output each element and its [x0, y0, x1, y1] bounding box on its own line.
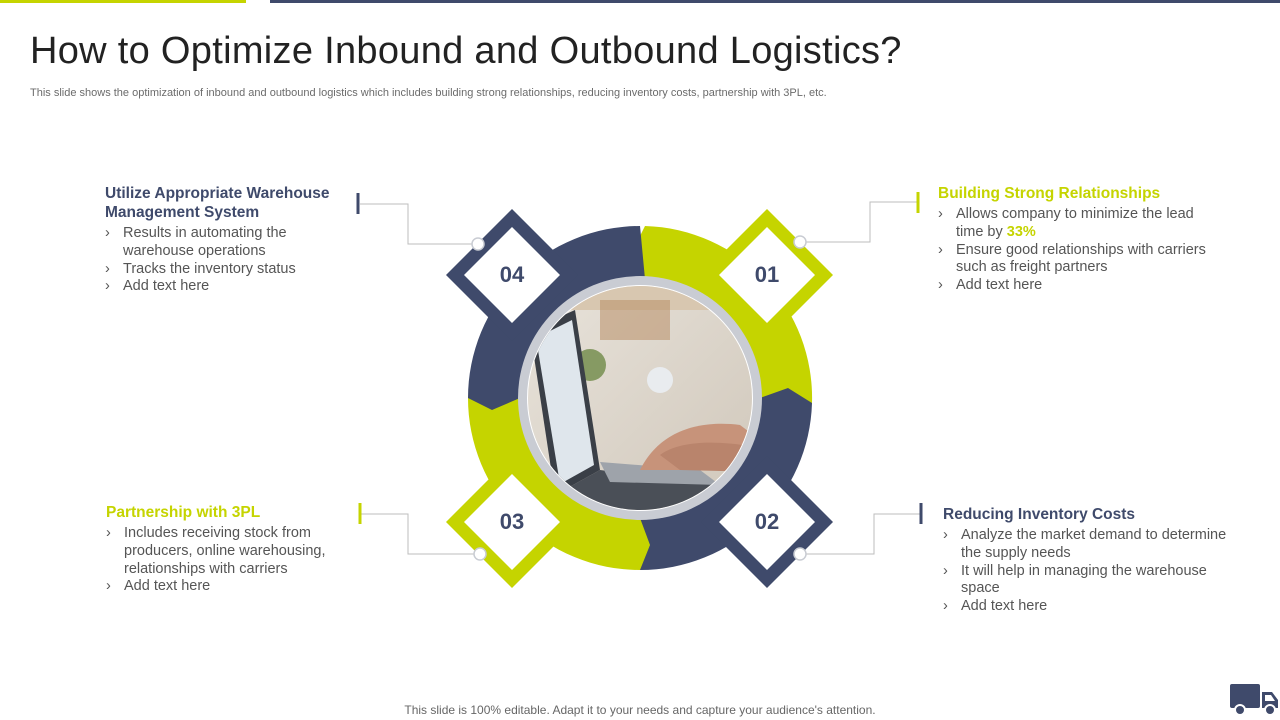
list-item: Add text here — [105, 278, 350, 296]
list-item: It will help in managing the warehouse s… — [943, 563, 1228, 599]
step-01-bullets: Allows company to minimize the lead time… — [938, 206, 1213, 295]
step-04-block: Utilize Appropriate Warehouse Management… — [105, 184, 350, 296]
step-02-heading: Reducing Inventory Costs — [943, 506, 1136, 523]
list-item: Results in automating the warehouse oper… — [105, 225, 350, 261]
ring-segment-01 — [632, 226, 813, 408]
connector-lines — [360, 201, 922, 555]
ring-segment-03 — [468, 398, 650, 570]
page-title: How to Optimize Inbound and Outbound Log… — [30, 30, 902, 72]
list-item: Add text here — [943, 598, 1228, 616]
delivery-truck-icon — [1230, 684, 1278, 716]
step-number-01: 01 — [754, 262, 780, 287]
step-04-heading: Utilize Appropriate Warehouse Management… — [105, 185, 330, 221]
ring-segment-04 — [468, 226, 645, 410]
step-03-heading: Partnership with 3PL — [106, 504, 261, 521]
top-accent-bar-navy — [270, 0, 1280, 3]
highlight-value: 33% — [1006, 223, 1036, 240]
top-accent-bar-lime — [0, 0, 246, 3]
page-subtitle: This slide shows the optimization of inb… — [30, 87, 827, 99]
step-02-block: Reducing Inventory Costs Analyze the mar… — [943, 505, 1228, 616]
step-number-04: 04 — [499, 262, 525, 287]
step-number-03: 03 — [499, 509, 525, 534]
list-item: Analyze the market demand to determine t… — [943, 527, 1228, 563]
connector-dots — [471, 235, 807, 561]
step-01-block: Building Strong Relationships Allows com… — [938, 184, 1213, 295]
step-02-bullets: Analyze the market demand to determine t… — [943, 527, 1228, 616]
list-item: Add text here — [938, 277, 1213, 295]
list-item: Ensure good relationships with carriers … — [938, 242, 1213, 278]
step-04-bullets: Results in automating the warehouse oper… — [105, 225, 350, 296]
step-03-block: Partnership with 3PL Includes receiving … — [106, 503, 341, 596]
step-03-bullets: Includes receiving stock from producers,… — [106, 525, 341, 596]
step-01-heading: Building Strong Relationships — [938, 185, 1161, 202]
list-item: Allows company to minimize the lead time… — [938, 206, 1213, 242]
ring-segment-02 — [640, 388, 812, 570]
step-number-02: 02 — [754, 509, 780, 534]
connector-ticks — [356, 192, 923, 524]
footer-note: This slide is 100% editable. Adapt it to… — [404, 703, 876, 717]
list-item: Includes receiving stock from producers,… — [106, 525, 341, 578]
list-item: Add text here — [106, 578, 341, 596]
list-item: Tracks the inventory status — [105, 261, 350, 279]
